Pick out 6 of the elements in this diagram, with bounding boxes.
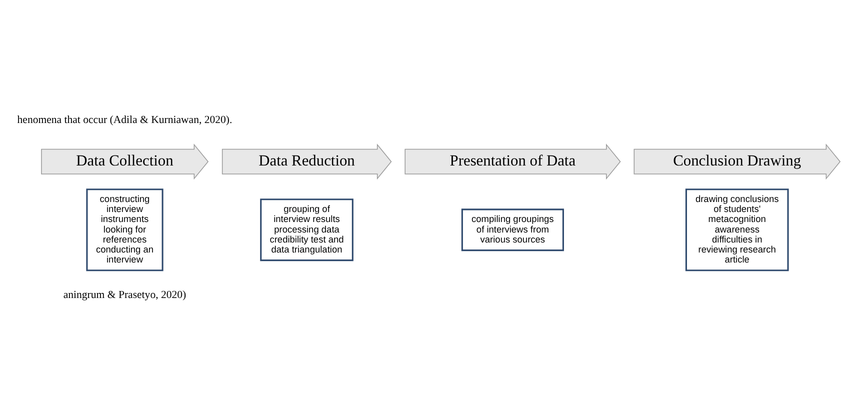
node-box: grouping of interview results processing data credibility test and data triangulation xyxy=(260,198,354,261)
label: henomena that occur (Adila & Kurniawan, 2020). xyxy=(17,113,232,126)
label: aningrum & Prasetyo, 2020) xyxy=(63,288,186,300)
node-box: drawing conclusions of students' metacognition awareness difficulties in reviewing research article xyxy=(685,188,789,271)
node-box: compiling groupings of interviews from various sources xyxy=(461,208,564,251)
node-box: constructing interview instruments looking for references conducting an interview xyxy=(86,188,164,271)
